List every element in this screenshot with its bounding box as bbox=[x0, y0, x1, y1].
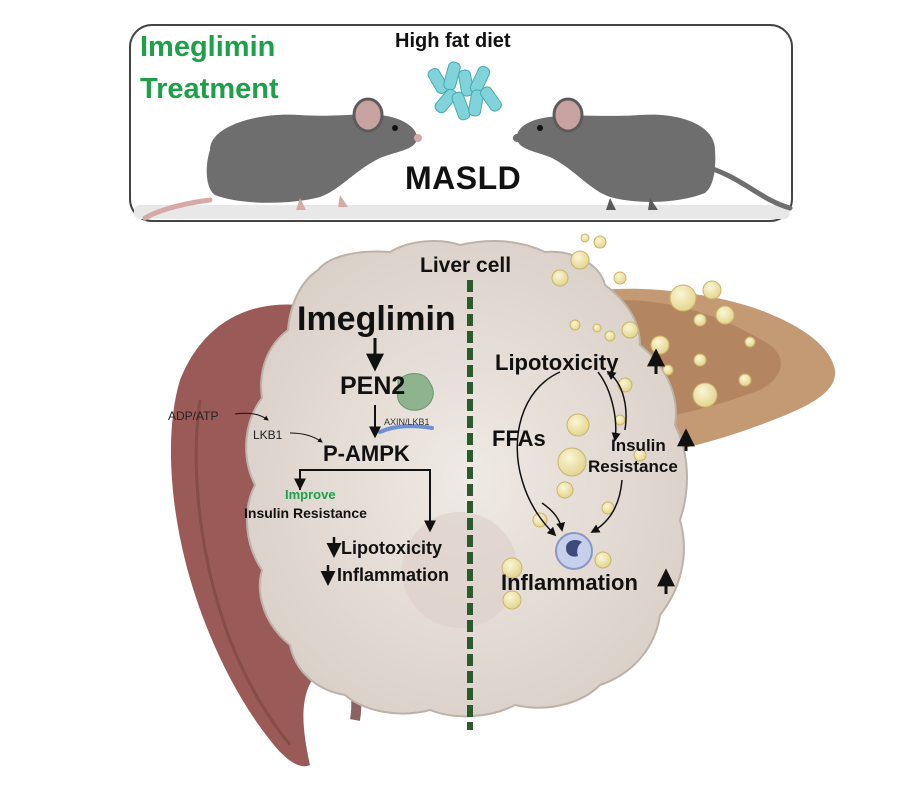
resistance-label: Resistance bbox=[588, 457, 678, 476]
treatment-title-line2: Treatment bbox=[140, 73, 279, 105]
disease-label: MASLD bbox=[405, 160, 522, 196]
lipotoxicity-increase-label: Lipotoxicity bbox=[495, 350, 619, 375]
right-pathway-arrows bbox=[516, 348, 695, 594]
immune-cell-icon bbox=[555, 532, 593, 570]
pen2-protein-icon bbox=[396, 373, 434, 411]
drug-label: Imeglimin bbox=[297, 300, 456, 338]
liver-cell-label: Liver cell bbox=[420, 254, 512, 277]
diet-label: High fat diet bbox=[395, 30, 511, 52]
insulin-resistance-label: Insulin Resistance bbox=[244, 505, 367, 521]
inflammation-decrease-label: Inflammation bbox=[337, 565, 450, 585]
left-mouse-icon bbox=[142, 97, 422, 221]
insulin-label: Insulin bbox=[611, 436, 666, 455]
liver-cell bbox=[245, 239, 688, 718]
axin-lkb1-label: AXIN/LKB1 bbox=[384, 417, 430, 427]
adp-atp-label: ADP/ATP bbox=[168, 409, 219, 423]
ffas-label: FFAs bbox=[492, 426, 546, 451]
treatment-title-line1: Imeglimin bbox=[140, 31, 276, 63]
p-ampk-label: P-AMPK bbox=[323, 441, 410, 466]
inflammation-increase-label: Inflammation bbox=[501, 570, 638, 595]
left-pathway-arrows bbox=[234, 338, 436, 586]
lkb1-label: LKB1 bbox=[253, 428, 283, 442]
axin-lkb1-complex-icon bbox=[378, 424, 434, 434]
improve-label: Improve bbox=[285, 487, 336, 502]
pen2-label: PEN2 bbox=[340, 372, 406, 400]
nucleus bbox=[402, 512, 518, 628]
food-pellets-icon bbox=[427, 61, 502, 121]
lipotoxicity-decrease-label: Lipotoxicity bbox=[341, 538, 443, 558]
fat-droplets bbox=[501, 233, 756, 610]
right-mouse-icon bbox=[513, 97, 793, 211]
